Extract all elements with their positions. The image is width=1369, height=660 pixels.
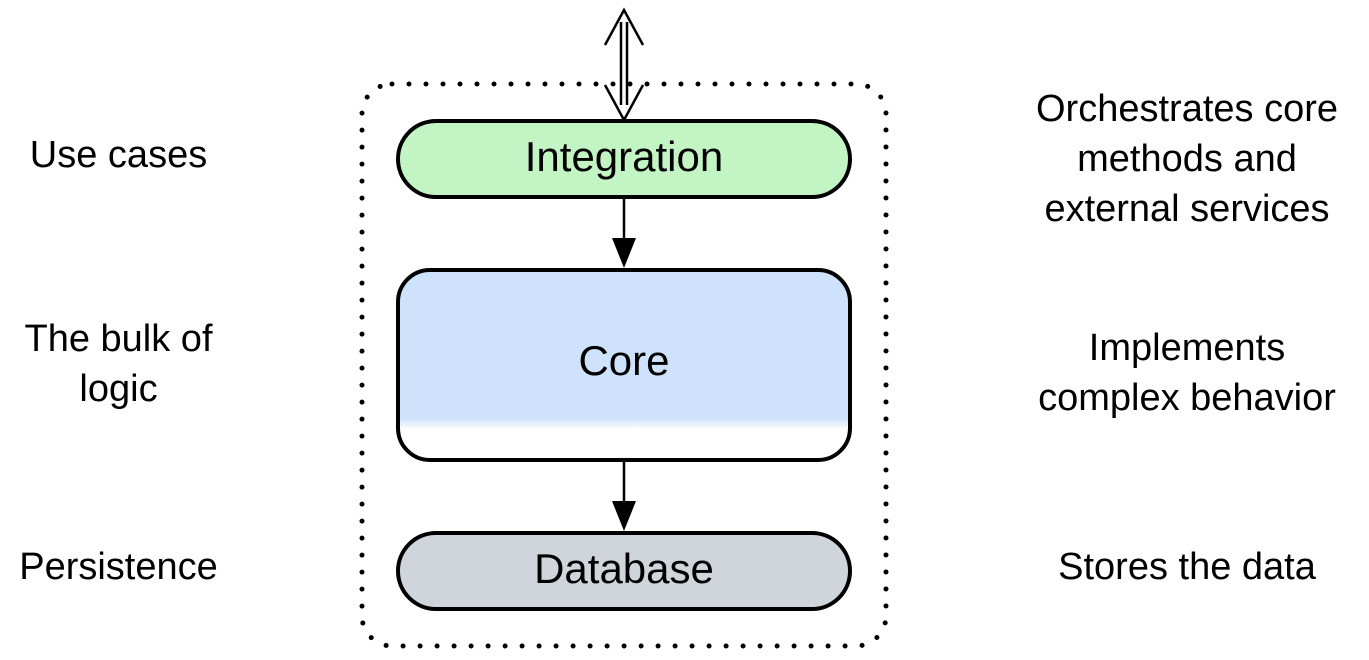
right-label-orchestrates: Orchestrates core methods and external s… <box>1036 88 1338 230</box>
external-interface-arrow <box>603 7 645 123</box>
core-to-database-arrow <box>612 462 636 531</box>
right-label-stores-data: Stores the data <box>1058 546 1316 588</box>
database-box <box>396 531 852 611</box>
left-label-use-cases: Use cases <box>29 134 208 176</box>
core-box <box>396 268 852 462</box>
right-label-implements: Implements complex behavior <box>1038 327 1336 419</box>
system-boundary <box>359 81 889 649</box>
left-label-bulk-of-logic: The bulk of logic <box>24 318 213 410</box>
core-label: Core <box>578 337 670 384</box>
integration-label: Integration <box>524 133 724 180</box>
database-label: Database <box>534 545 714 592</box>
left-label-persistence: Persistence <box>19 546 218 588</box>
integration-to-core-arrow <box>612 199 636 268</box>
integration-box <box>396 119 852 199</box>
